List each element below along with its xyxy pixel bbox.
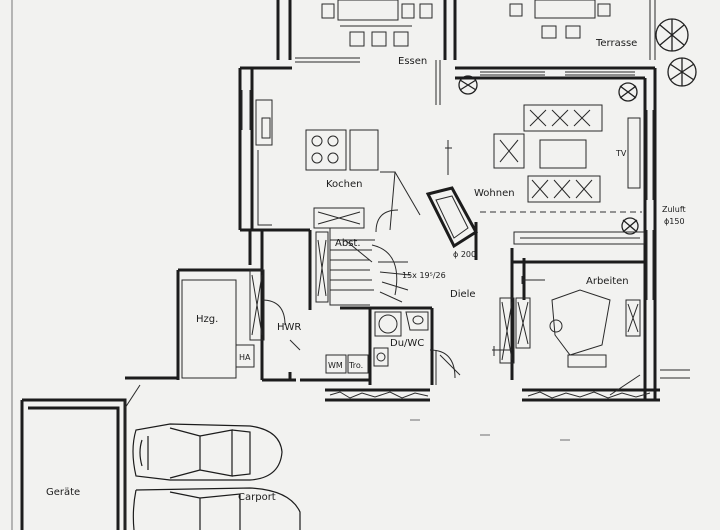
- flue-diameter: ϕ 200: [453, 250, 476, 259]
- room-label-abst: Abst.: [335, 238, 361, 249]
- tro-label: Tro.: [348, 361, 363, 370]
- room-label-essen: Essen: [398, 56, 427, 67]
- windows: [241, 71, 654, 300]
- room-label-terrasse: Terrasse: [595, 38, 637, 49]
- room-label-geraete: Geräte: [46, 487, 80, 498]
- car-icon: [132, 487, 301, 530]
- office: [492, 248, 645, 380]
- dining-area: [276, 0, 457, 105]
- carport: [20, 384, 570, 530]
- room-label-arbeiten: Arbeiten: [586, 276, 629, 287]
- utility-rooms: [125, 268, 370, 382]
- terrace-furniture: [509, 0, 656, 60]
- stair-dimension: 15x 19⁵/26: [402, 271, 446, 280]
- door-swings: [261, 209, 456, 379]
- bathroom: [368, 308, 461, 385]
- plant-icons: [458, 18, 697, 235]
- room-label-hzg: Hzg.: [196, 314, 218, 325]
- exterior-walls: [238, 66, 657, 400]
- room-labels: Essen Terrasse Kochen Wohnen TV Zuluft ϕ…: [46, 38, 686, 503]
- car-icon: [132, 423, 283, 481]
- room-label-hwr: HWR: [277, 322, 301, 333]
- room-label-diele: Diele: [450, 289, 476, 300]
- room-label-kochen: Kochen: [326, 179, 363, 190]
- ha-label: HA: [239, 353, 251, 362]
- room-label-du-wc: Du/WC: [390, 338, 424, 349]
- room-label-wohnen: Wohnen: [474, 188, 515, 199]
- tv-label: TV: [615, 149, 627, 158]
- wm-label: WM: [328, 361, 343, 370]
- stairs-area: [308, 207, 432, 310]
- south-wall: [325, 369, 690, 402]
- zuluft-label: Zuluft: [662, 205, 686, 214]
- zuluft-dimension: ϕ150: [664, 217, 685, 226]
- room-label-carport: Carport: [238, 492, 276, 503]
- living-room-furniture: [425, 104, 645, 260]
